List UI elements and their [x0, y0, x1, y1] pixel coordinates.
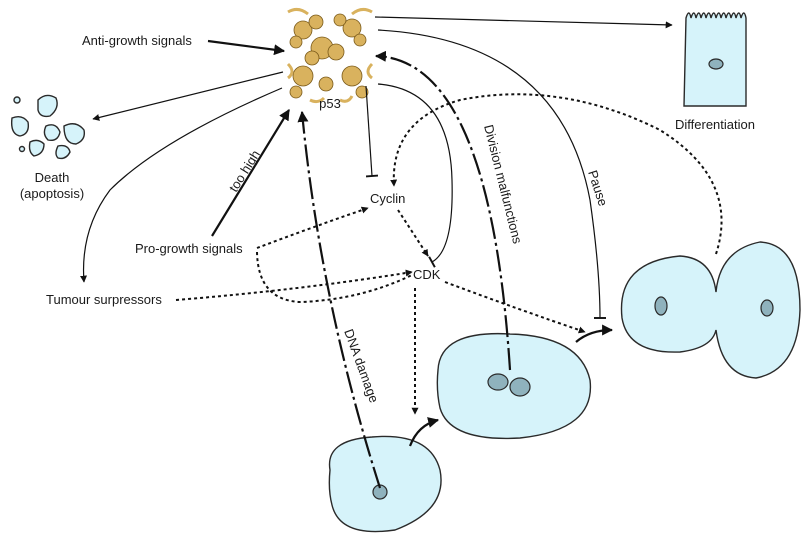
- growth-arrow-2: [575, 324, 614, 343]
- pro-growth-signals-label: Pro-growth signals: [135, 241, 243, 256]
- tumour-suppressors-to-cdk-arrow: [175, 269, 413, 301]
- cyclin-to-cdk-arrow: [397, 209, 429, 257]
- p53-to-death-arrow: [92, 71, 284, 121]
- divided-cell-to-cyclin-arrow: [390, 93, 723, 255]
- pause-label: Pause: [585, 168, 611, 208]
- death-label: Death: [35, 170, 70, 185]
- dna-damage-label: DNA damage: [341, 327, 382, 405]
- pro-growth-to-cdk-path: [256, 251, 413, 304]
- p53-to-tumour-suppressors-arrow: [80, 87, 283, 283]
- anti-growth-signals-label: Anti-growth signals: [82, 33, 192, 48]
- apoptosis-fragments-icon: [10, 94, 86, 160]
- cdk-label: CDK: [413, 267, 441, 282]
- pause-inhibition-line: [377, 29, 607, 319]
- p53-inhibits-cdk: [377, 83, 453, 268]
- dna-damage-arrow: [297, 110, 382, 489]
- division-malfunctions-label: Division malfunctions: [481, 123, 525, 246]
- dividing-cell-icon: [620, 241, 801, 379]
- division-malfunctions-arrow: [374, 50, 512, 371]
- apoptosis-label: (apoptosis): [20, 186, 84, 201]
- p53-label: p53: [319, 96, 341, 111]
- differentiated-cell-icon: [683, 12, 747, 107]
- pro-growth-to-cyclin-arrow: [256, 206, 369, 249]
- cdk-to-division-arrow: [444, 281, 586, 334]
- growing-cell-icon: [436, 332, 592, 440]
- small-cell-icon: [328, 435, 442, 533]
- differentiation-label: Differentiation: [675, 117, 755, 132]
- p53-to-differentiation-arrow: [374, 16, 673, 29]
- cyclin-label: Cyclin: [370, 191, 405, 206]
- p53-protein-icon: [286, 7, 374, 104]
- too-high-arrow: [211, 109, 290, 237]
- anti-growth-arrow: [207, 39, 286, 56]
- p53-inhibits-cyclin: [365, 85, 379, 178]
- too-high-label: too high: [226, 147, 263, 194]
- tumour-suppressors-label: Tumour surpressors: [46, 292, 162, 307]
- growth-arrow-1: [408, 417, 440, 447]
